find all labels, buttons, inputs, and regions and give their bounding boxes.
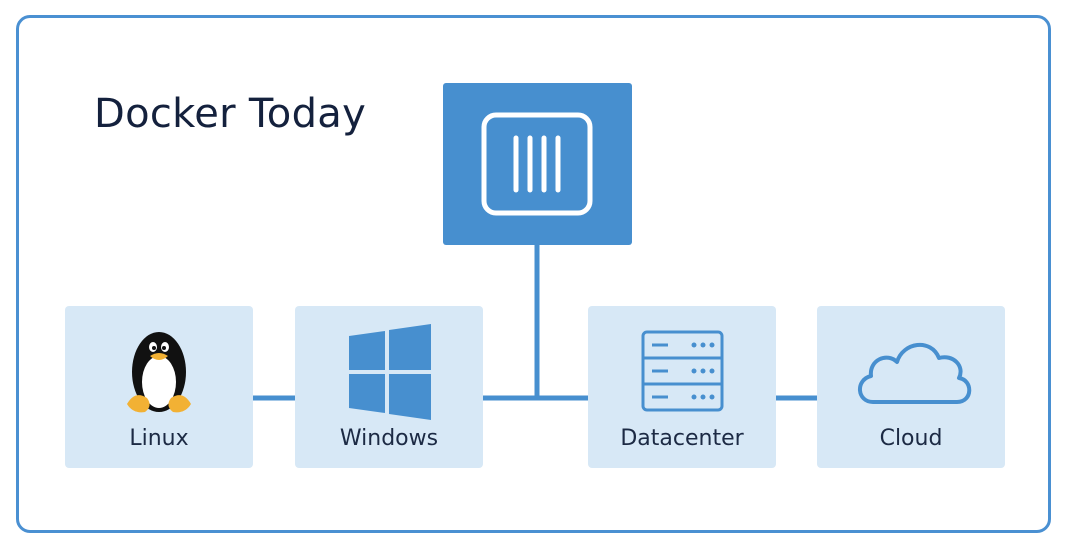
cloud-icon <box>858 342 972 404</box>
server-rack-icon <box>641 330 724 412</box>
platform-label-cloud: Cloud <box>879 426 943 451</box>
platform-card-datacenter: Datacenter <box>588 306 776 468</box>
platform-card-windows: Windows <box>295 306 483 468</box>
linux-penguin-icon <box>127 332 191 413</box>
platform-card-cloud: Cloud <box>817 306 1005 468</box>
windows-logo-icon <box>349 324 431 420</box>
platform-label-windows: Windows <box>339 426 439 451</box>
platform-card-linux: Linux <box>65 306 253 468</box>
platform-label-linux: Linux <box>129 426 189 451</box>
docker-hub-box <box>443 83 632 245</box>
docker-container-icon <box>481 112 593 216</box>
platform-label-datacenter: Datacenter <box>620 426 744 451</box>
diagram-title: Docker Today <box>94 91 367 137</box>
